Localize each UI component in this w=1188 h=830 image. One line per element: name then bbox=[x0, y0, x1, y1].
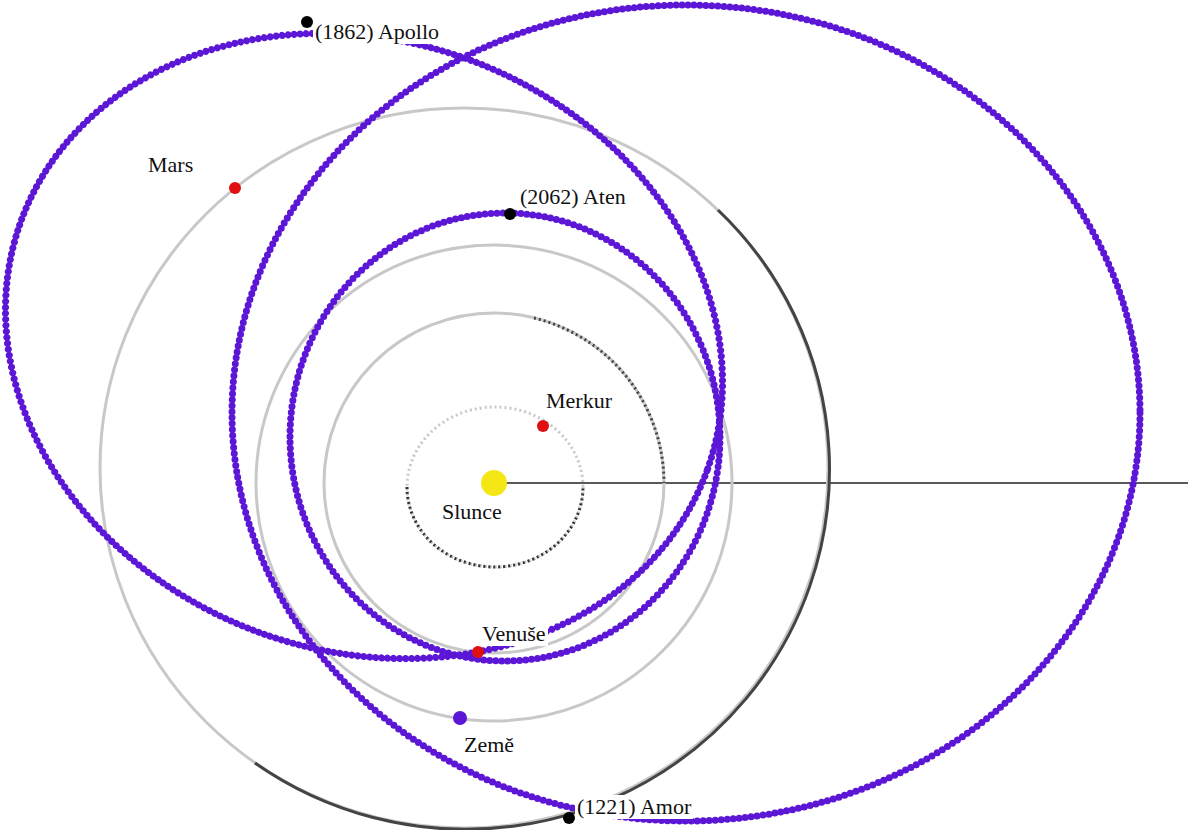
asteroid-label: (1221) Amor bbox=[575, 795, 693, 819]
planet-label: Venuše bbox=[480, 622, 548, 646]
mercury-orbit bbox=[407, 407, 583, 567]
planet-label: Merkur bbox=[544, 389, 614, 413]
apollo-orbit bbox=[0, 0, 811, 757]
venus-orbit-below bbox=[534, 318, 664, 483]
asteroid-label: (2062) Aten bbox=[518, 185, 628, 209]
mercury-dot bbox=[537, 420, 549, 432]
star-label: Slunce bbox=[440, 500, 504, 524]
aten-orbit bbox=[290, 213, 720, 661]
earth-dot bbox=[453, 711, 467, 725]
planet-label: Mars bbox=[146, 153, 195, 177]
planet-label: Země bbox=[462, 733, 516, 757]
reference-line bbox=[494, 482, 1188, 484]
sun bbox=[481, 470, 507, 496]
mercury-orbit-below bbox=[407, 487, 583, 567]
mars-orbit-below bbox=[255, 210, 830, 829]
venus-orbit bbox=[324, 313, 664, 653]
venus-dot bbox=[472, 646, 484, 658]
mars-orbit bbox=[100, 108, 828, 828]
apollo-dot bbox=[301, 16, 313, 28]
amor-orbit bbox=[232, 5, 1140, 821]
mars-dot bbox=[229, 182, 241, 194]
aten-dot bbox=[504, 208, 516, 220]
amor-dot bbox=[563, 812, 575, 824]
asteroid-label: (1862) Apollo bbox=[313, 20, 441, 44]
